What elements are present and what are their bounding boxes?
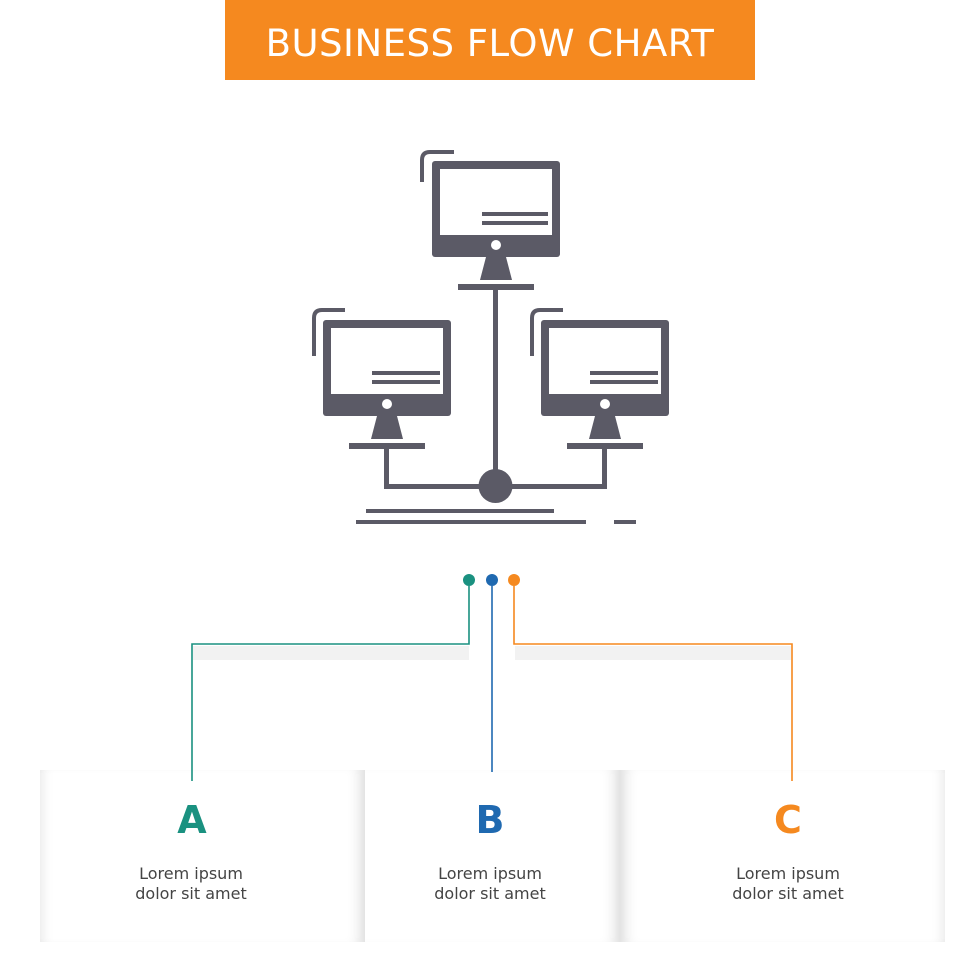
step-a-line2: dolor sit amet [135,884,247,903]
connector-dot-a [463,574,475,586]
monitor-top-icon [420,150,560,290]
connector-dot-c [508,574,520,586]
step-card-c [620,770,945,942]
step-card-b [365,770,620,942]
step-letter-a: A [177,798,207,842]
step-description-a: Lorem ipsum dolor sit amet [91,864,291,904]
step-letter-c: C [774,798,802,842]
connector-dot-b [486,574,498,586]
step-b-line1: Lorem ipsum [438,864,542,883]
step-c-line2: dolor sit amet [732,884,844,903]
chart-title: BUSINESS FLOW CHART [265,22,715,65]
step-card-a [40,770,365,942]
step-description-b: Lorem ipsum dolor sit amet [390,864,590,904]
connector-line-c [513,586,793,781]
step-a-line1: Lorem ipsum [139,864,243,883]
title-banner: BUSINESS FLOW CHART [225,0,755,80]
monitor-left-icon [312,308,451,449]
step-letter-b: B [475,798,505,842]
step-c-line1: Lorem ipsum [736,864,840,883]
network-computers-icon [312,150,669,524]
connector-line-a [191,586,470,781]
monitor-right-icon [530,308,669,449]
step-b-line2: dolor sit amet [434,884,546,903]
step-description-c: Lorem ipsum dolor sit amet [688,864,888,904]
